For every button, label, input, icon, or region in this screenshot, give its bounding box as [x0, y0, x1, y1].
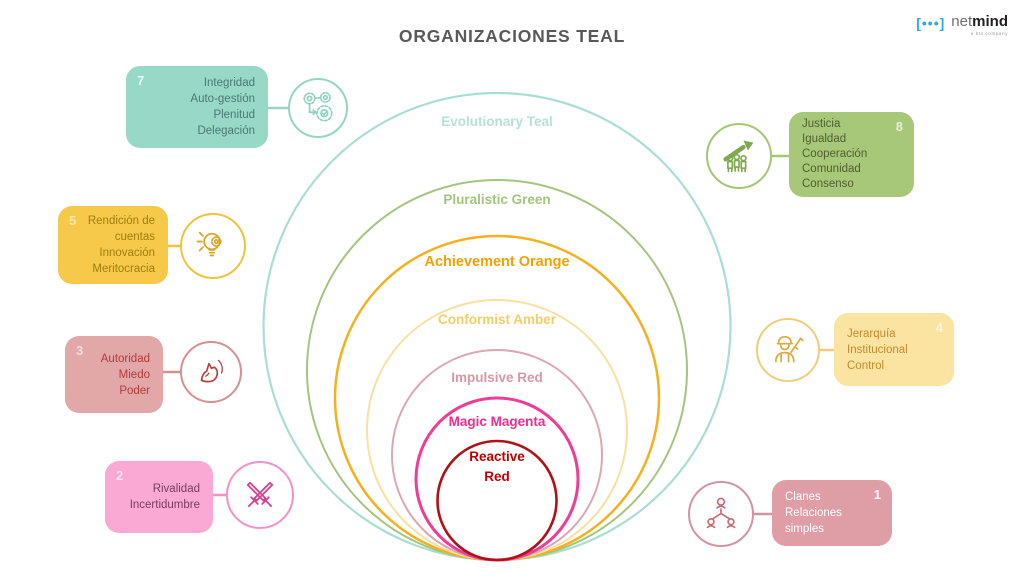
crossed-swords-icon — [226, 461, 294, 529]
card-number: 5 — [69, 213, 77, 228]
card-line: Delegación — [197, 125, 255, 138]
card-number: 1 — [873, 487, 881, 502]
card-line: Rendición de cuentas — [87, 214, 155, 243]
ring-label-pluralistic-green: Pluralistic Green — [443, 192, 551, 207]
ring-label-impulsive-red: Impulsive Red — [451, 370, 543, 385]
ring-label-reactive-red: Reactive Red — [469, 449, 525, 485]
card-1: 1 Clanes Relaciones simples — [772, 480, 892, 546]
card-line: Control — [847, 359, 885, 372]
gears-workflow-icon — [288, 78, 348, 138]
card-line: Integridad — [203, 76, 255, 89]
card-5: 5 Rendición de cuentas Innovación Merito… — [58, 206, 168, 284]
card-line: Relaciones simples — [785, 506, 842, 536]
ring-label-magic-magenta: Magic Magenta — [448, 414, 546, 429]
card-3: 3 Autoridad Miedo Poder — [65, 336, 163, 413]
card-8: 8 Justicia Igualdad Cooperación Comunida… — [789, 112, 914, 197]
card-line: Igualdad — [802, 132, 847, 145]
card-line: Incertidumbre — [129, 499, 200, 511]
card-line: Comunidad — [802, 163, 861, 176]
wolf-icon — [180, 341, 242, 403]
card-line: Clanes — [785, 490, 821, 503]
ring-label-conformist-amber: Conformist Amber — [437, 312, 557, 327]
card-line: Plenitud — [213, 109, 255, 121]
card-line: Innovación — [99, 247, 155, 259]
ring-label-achievement-orange: Achievement Orange — [424, 254, 570, 270]
card-line: Auto-gestión — [190, 92, 255, 105]
card-number: 2 — [116, 468, 124, 483]
soldier-icon — [756, 318, 820, 382]
card-4: 4 Jerarquía Institucional Control — [834, 313, 954, 386]
card-2: 2 Rivalidad Incertidumbre — [105, 461, 213, 533]
card-line: Meritocracia — [92, 263, 155, 276]
card-line: Institucional — [847, 343, 908, 356]
card-7: 7 Integridad Auto-gestión Plenitud Deleg… — [126, 66, 268, 148]
netmind-logo: [•••] netmind a bts company — [916, 13, 1008, 37]
brand-wordmark: netmind — [951, 13, 1008, 30]
card-number: 4 — [935, 320, 943, 335]
card-number: 7 — [137, 73, 145, 88]
card-number: 8 — [895, 119, 903, 134]
card-line: Justicia — [802, 117, 841, 130]
card-line: Poder — [119, 384, 150, 397]
card-line: Consenso — [802, 178, 854, 191]
card-line: Rivalidad — [152, 482, 200, 495]
idea-gear-icon — [180, 213, 246, 279]
concentric-rings — [262, 91, 732, 562]
card-line: Miedo — [118, 368, 150, 381]
card-line: Cooperación — [802, 147, 868, 160]
ring-label-evolutionary-teal: Evolutionary Teal — [441, 114, 553, 129]
team-growth-icon — [706, 123, 772, 189]
brand-brackets-icon: [•••] — [916, 15, 946, 31]
page-title: ORGANIZACIONES TEAL — [398, 26, 626, 46]
card-number: 3 — [76, 343, 84, 358]
brand-tagline: a bts company — [970, 31, 1008, 36]
card-line: Autoridad — [100, 352, 150, 365]
clan-tree-icon — [688, 481, 754, 547]
card-line: Jerarquía — [847, 327, 896, 340]
